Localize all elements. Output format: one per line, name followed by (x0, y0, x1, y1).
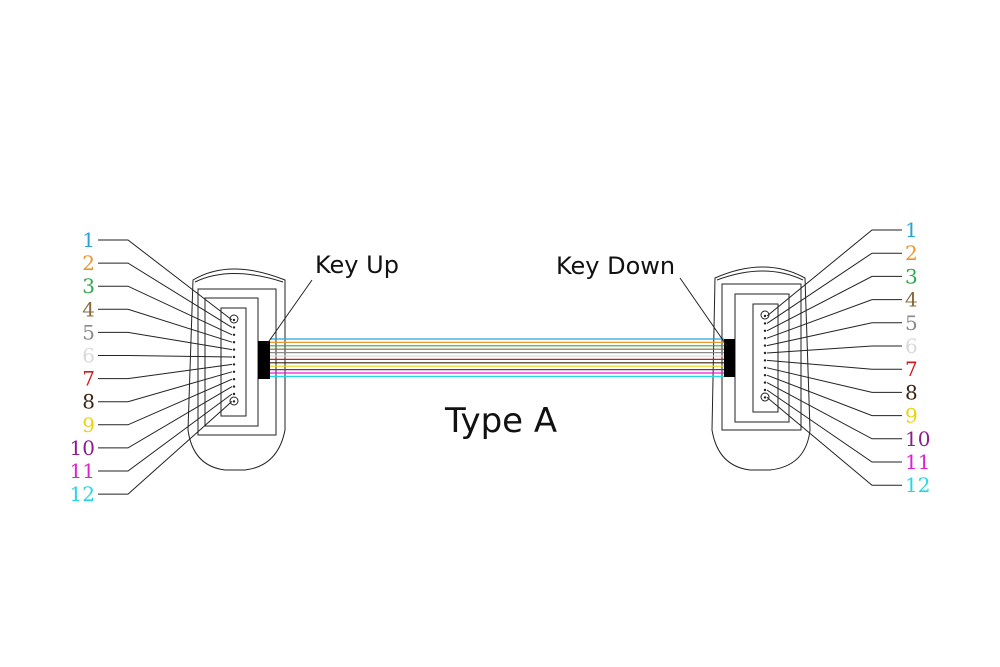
right-fiber-dot-10 (763, 381, 767, 384)
right-fiber-number-3: 3 (905, 264, 918, 288)
right-fiber-number-7: 7 (905, 357, 918, 381)
left-fiber-dot-4 (232, 341, 236, 344)
left-fiber-number-12: 12 (70, 482, 95, 506)
right-leader-10 (766, 382, 902, 440)
left-fiber-number-2: 2 (82, 251, 95, 275)
right-leader-6 (766, 345, 902, 354)
key-down-label: Key Down (556, 252, 675, 280)
key-down-pointer (679, 277, 728, 347)
left-leader-1 (98, 239, 233, 321)
left-fiber-dot-7 (232, 363, 236, 366)
left-fiber-dot-11 (232, 392, 236, 396)
left-leader-lines (98, 239, 236, 495)
right-leader-4 (766, 299, 902, 339)
left-fiber-number-8: 8 (82, 390, 95, 414)
right-fiber-number-2: 2 (905, 241, 918, 265)
left-leader-7 (98, 363, 233, 380)
right-fiber-dot-4 (763, 337, 767, 340)
right-leader-2 (766, 252, 902, 324)
right-fiber-dot-9 (763, 374, 767, 377)
right-leader-5 (766, 322, 902, 347)
left-fiber-number-10: 10 (70, 436, 95, 460)
right-connector (711, 266, 811, 471)
left-connector (187, 268, 286, 471)
right-fiber-number-5: 5 (905, 311, 918, 335)
right-leader-3 (766, 275, 902, 332)
left-fiber-number-1: 1 (82, 228, 95, 252)
left-fiber-dot-2 (232, 326, 236, 329)
left-leader-12 (98, 401, 233, 495)
right-fiber-dot-3 (763, 329, 767, 332)
right-fiber-number-12: 12 (905, 473, 930, 497)
left-fiber-number-3: 3 (82, 274, 95, 298)
right-fiber-number-1: 1 (905, 218, 918, 242)
right-fiber-number-11: 11 (905, 450, 930, 474)
right-fiber-number-4: 4 (905, 288, 918, 312)
left-leader-8 (98, 371, 233, 403)
right-fiber-number-10: 10 (905, 427, 930, 451)
key-up-label: Key Up (315, 251, 399, 279)
left-leader-2 (98, 262, 233, 328)
key-down-block (724, 339, 735, 377)
left-fiber-number-11: 11 (70, 459, 95, 483)
right-leader-11 (766, 389, 902, 463)
right-fiber-number-8: 8 (905, 380, 918, 404)
left-fiber-number-4: 4 (82, 297, 95, 321)
right-fiber-dot-8 (763, 366, 767, 369)
right-leader-lines (763, 229, 902, 486)
right-leader-7 (766, 359, 902, 370)
diagram-title: Type A (444, 401, 557, 441)
right-leader-9 (766, 374, 902, 417)
right-fiber-dot-7 (763, 359, 767, 362)
right-leader-12 (766, 397, 902, 486)
left-fiber-dot-3 (232, 333, 236, 336)
left-fiber-number-6: 6 (82, 344, 95, 368)
left-leader-5 (98, 331, 233, 351)
left-leader-9 (98, 378, 233, 426)
right-fiber-number-9: 9 (905, 404, 918, 428)
left-fiber-dot-6 (232, 355, 236, 359)
left-fiber-dot-12 (232, 400, 236, 403)
left-leader-11 (98, 393, 233, 472)
left-leader-4 (98, 308, 233, 343)
right-leader-8 (766, 367, 902, 393)
right-fiber-dot-6 (763, 351, 767, 355)
left-fiber-dot-5 (232, 348, 236, 351)
left-fiber-dot-1 (232, 318, 236, 322)
right-leader-1 (766, 229, 902, 317)
left-fiber-number-5: 5 (82, 320, 95, 344)
left-fiber-dot-8 (232, 370, 236, 373)
left-leader-6 (98, 355, 233, 358)
left-fiber-number-9: 9 (82, 413, 95, 437)
right-fiber-dot-12 (763, 396, 767, 399)
right-fiber-dot-11 (763, 388, 767, 392)
left-fiber-dot-10 (232, 385, 236, 388)
fiber-ribbon (270, 338, 724, 377)
left-leader-10 (98, 386, 233, 449)
left-fiber-dot-9 (232, 378, 236, 381)
key-up-block (258, 341, 270, 379)
key-up-pointer (266, 279, 313, 345)
right-fiber-dot-1 (763, 314, 767, 318)
right-fiber-dot-2 (763, 322, 767, 325)
right-fiber-dot-5 (763, 344, 767, 347)
left-leader-3 (98, 285, 233, 336)
left-fiber-number-7: 7 (82, 367, 95, 391)
right-fiber-number-6: 6 (905, 334, 918, 358)
